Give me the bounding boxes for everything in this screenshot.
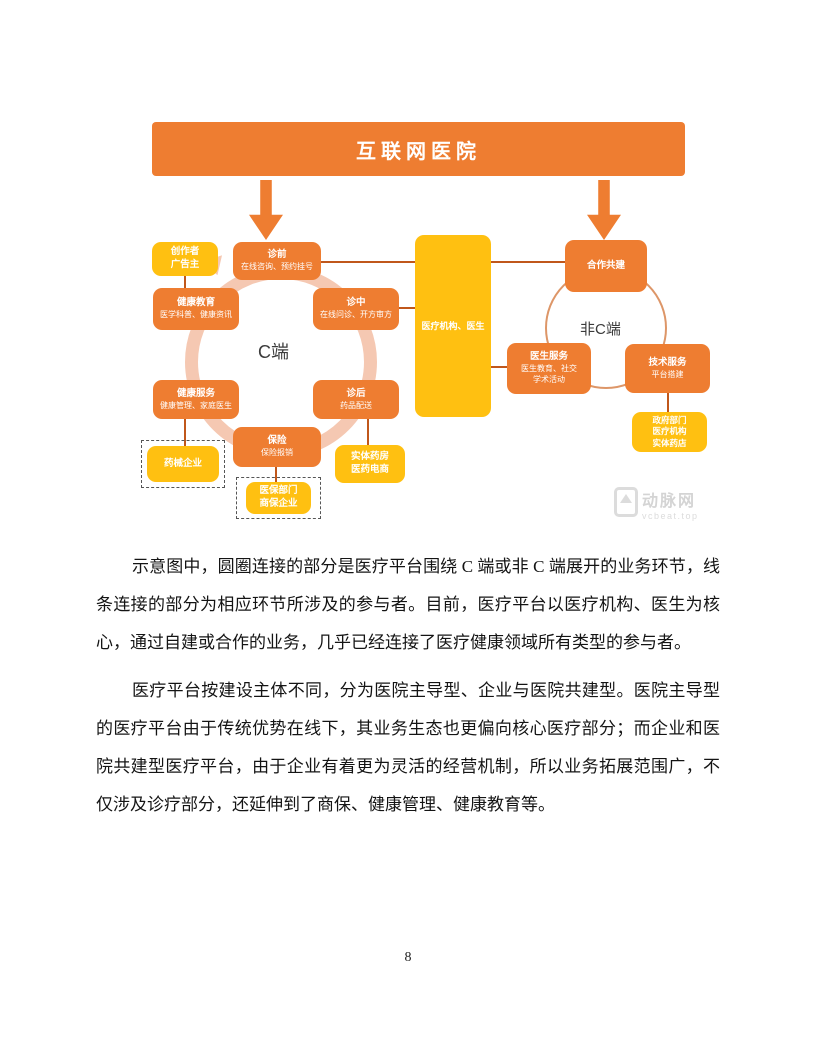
c-ring-label: C端 bbox=[258, 342, 289, 362]
down-arrow-icon bbox=[249, 180, 283, 240]
node-post-diagnosis: 诊后 药品配送 bbox=[313, 380, 399, 419]
watermark: 动脉网 vcbeat.top bbox=[614, 487, 699, 521]
connector-line bbox=[367, 419, 369, 446]
connector-line bbox=[490, 366, 507, 368]
banner-internet-hospital: 互联网医院 bbox=[152, 122, 685, 176]
connector-line bbox=[667, 393, 669, 412]
node-pre-diagnosis: 诊前 在线咨询、预约挂号 bbox=[233, 242, 321, 280]
body-text: 示意图中，圆圈连接的部分是医疗平台围绕 C 端或非 C 端展开的业务环节，线条连… bbox=[96, 548, 720, 834]
connector-line bbox=[398, 307, 415, 309]
node-cooperation: 合作共建 bbox=[565, 240, 647, 292]
banner-title: 互联网医院 bbox=[356, 140, 481, 163]
node-health-service: 健康服务 健康管理、家庭医生 bbox=[153, 380, 239, 419]
node-health-education: 健康教育 医学科普、健康资讯 bbox=[153, 288, 239, 330]
node-medical-insurance: 医保部门 商保企业 bbox=[246, 482, 311, 514]
down-arrow-icon bbox=[587, 180, 621, 240]
connector-line bbox=[184, 418, 186, 446]
node-government-institutions: 政府部门 医疗机构 实体药店 bbox=[632, 412, 707, 452]
watermark-url: vcbeat.top bbox=[642, 511, 699, 521]
node-physical-pharmacy: 实体药房 医药电商 bbox=[335, 445, 405, 483]
node-insurance: 保险 保险报销 bbox=[233, 427, 321, 467]
paragraph-2: 医疗平台按建设主体不同，分为医院主导型、企业与医院共建型。医院主导型的医疗平台由… bbox=[96, 681, 720, 814]
node-medical-insurance-frame: 医保部门 商保企业 bbox=[236, 477, 321, 519]
node-medical-institutions-doctors: 医疗机构、医生 bbox=[415, 235, 491, 417]
node-tech-service: 技术服务 平台搭建 bbox=[625, 344, 710, 393]
node-pharma-enterprise: 药械企业 bbox=[147, 446, 219, 482]
node-creator-advertiser: 创作者 广告主 bbox=[152, 242, 218, 276]
node-in-diagnosis: 诊中 在线问诊、开方审方 bbox=[313, 288, 399, 330]
watermark-name: 动脉网 bbox=[642, 493, 697, 510]
connector-line bbox=[184, 275, 186, 289]
node-doctor-service: 医生服务 医生教育、社交 学术活动 bbox=[507, 343, 591, 394]
internet-hospital-diagram: 互联网医院 C端 非C端 创作者 广告主 诊前 在线咨询、预约挂号 健康教育 医… bbox=[0, 0, 816, 540]
node-pharma-enterprise-frame: 药械企业 bbox=[141, 440, 225, 488]
non-c-ring-label: 非C端 bbox=[580, 321, 621, 338]
connector-line bbox=[275, 467, 277, 482]
paragraph-1: 示意图中，圆圈连接的部分是医疗平台围绕 C 端或非 C 端展开的业务环节，线条连… bbox=[96, 557, 720, 652]
page-number: 8 bbox=[404, 950, 412, 965]
vcbeat-logo-icon bbox=[614, 487, 638, 517]
